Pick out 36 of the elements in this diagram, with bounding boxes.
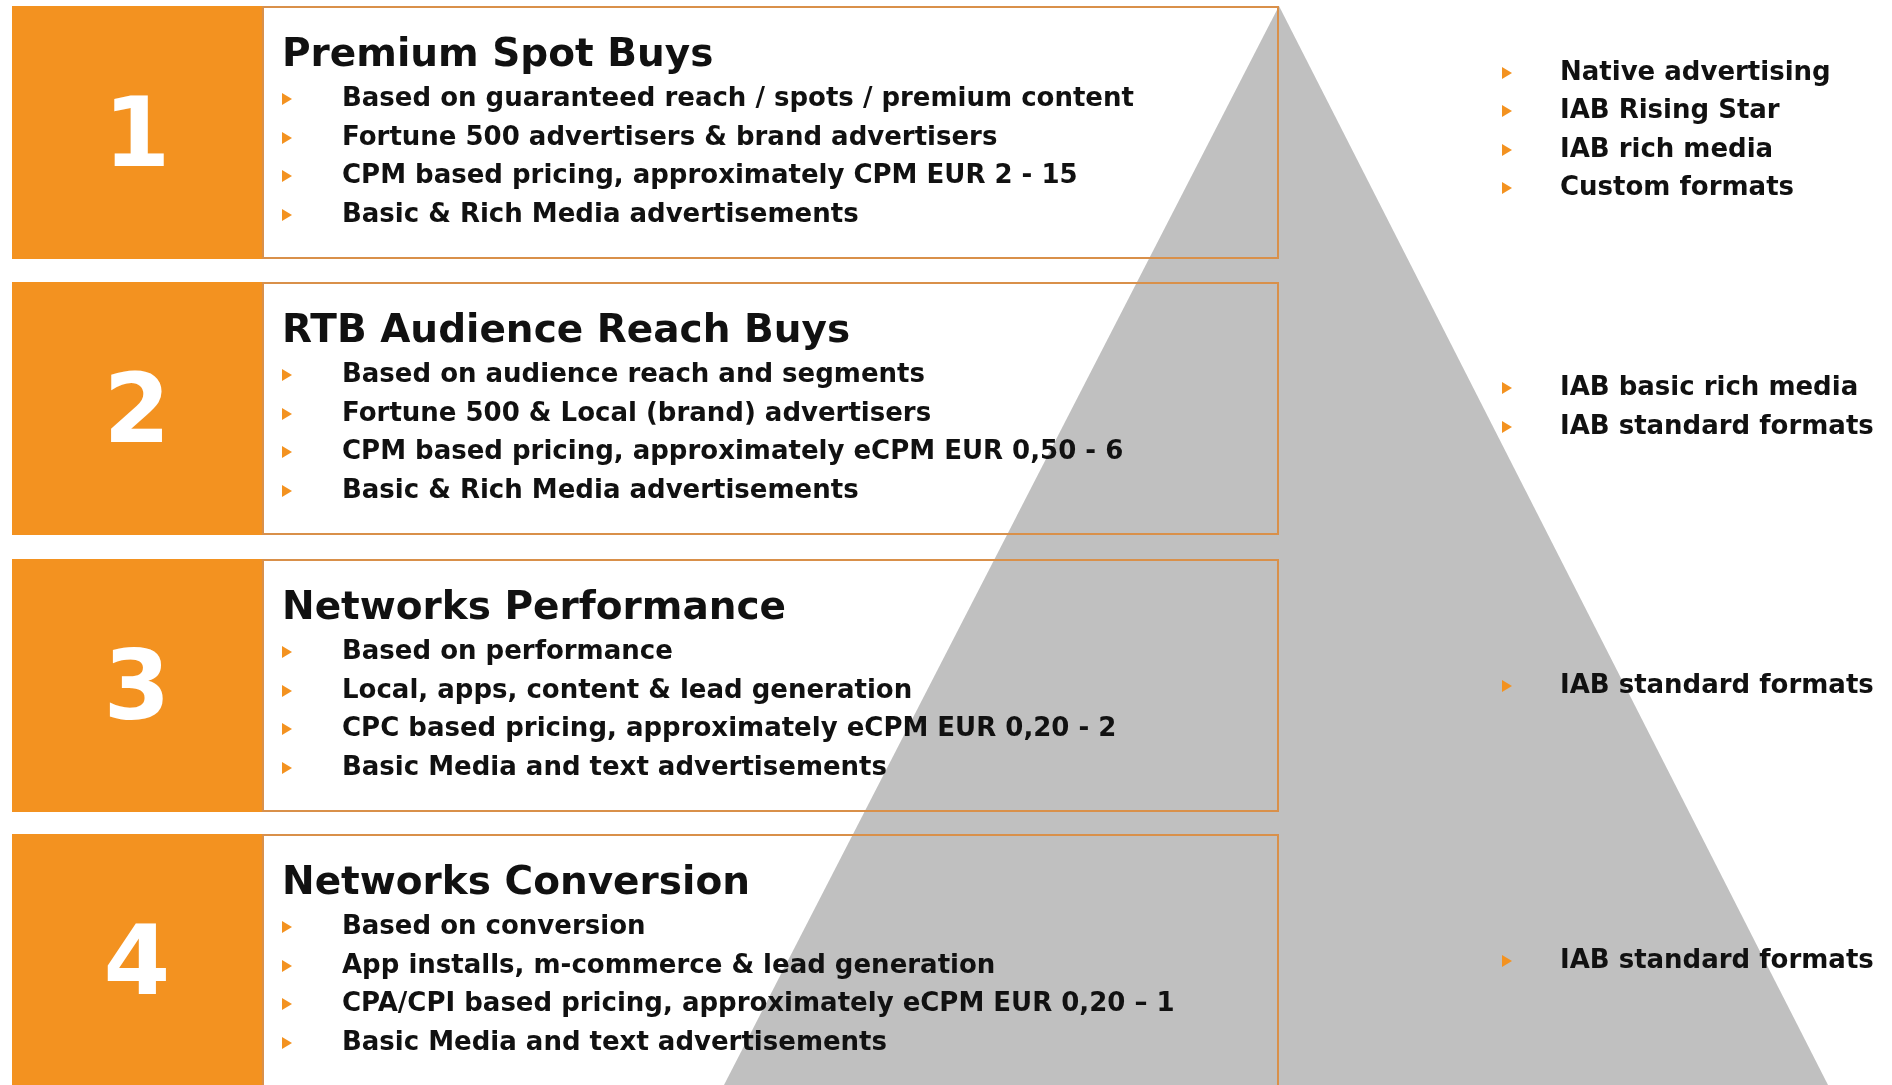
tier-heading: Premium Spot Buys: [282, 30, 714, 75]
format-text: IAB standard formats: [1560, 669, 1874, 699]
bullet-text: Based on performance: [342, 635, 673, 665]
number-box: 3: [12, 559, 262, 812]
bullet-text: CPA/CPI based pricing, approximately eCPM EUR 0,20 – 1: [342, 987, 1175, 1017]
format-text: IAB standard formats: [1560, 944, 1874, 974]
tier-heading: RTB Audience Reach Buys: [282, 306, 851, 351]
format-text: Native advertising: [1560, 56, 1831, 86]
bullet-text: Local, apps, content & lead generation: [342, 673, 913, 704]
tier-heading: Networks Conversion: [282, 858, 750, 903]
number-box: 2: [12, 282, 262, 535]
number-box: 4: [12, 834, 262, 1085]
format-text: IAB rich media: [1560, 133, 1774, 163]
bullet-text: Based on conversion: [342, 910, 646, 940]
bullet-text: CPC based pricing, approximately eCPM EUR 0,20 - 2: [342, 712, 1117, 742]
format-text: Custom formats: [1560, 171, 1795, 201]
format-text: IAB basic rich media: [1560, 371, 1859, 401]
bullet-text: Basic Media and text advertisements: [342, 1025, 888, 1056]
bullet-text: CPM based pricing, approximately CPM EUR 2 - 15: [342, 159, 1078, 189]
tier-heading: Networks Performance: [282, 583, 787, 628]
format-text: IAB standard formats: [1560, 410, 1874, 440]
number-box: 1: [12, 6, 262, 259]
tier-card: [262, 834, 1279, 1085]
bullet-text: Basic & Rich Media advertisements: [342, 473, 859, 504]
bullet-text: Fortune 500 advertisers & brand advertisers: [342, 120, 998, 151]
tier-card: [262, 559, 1279, 812]
bullet-text: CPM based pricing, approximately eCPM EUR 0,50 - 6: [342, 435, 1124, 465]
bullet-text: Based on audience reach and segments: [342, 358, 925, 388]
bullet-text: Basic Media and text advertisements: [342, 750, 888, 781]
bullet-text: Basic & Rich Media advertisements: [342, 197, 859, 228]
format-text: IAB Rising Star: [1560, 94, 1780, 124]
bullet-text: App installs, m-commerce & lead generation: [342, 948, 996, 979]
bullet-text: Based on guaranteed reach / spots / premium content: [342, 82, 1134, 112]
tier-card: [262, 282, 1279, 535]
bullet-text: Fortune 500 & Local (brand) advertisers: [342, 396, 932, 427]
tier-card: [262, 6, 1279, 259]
